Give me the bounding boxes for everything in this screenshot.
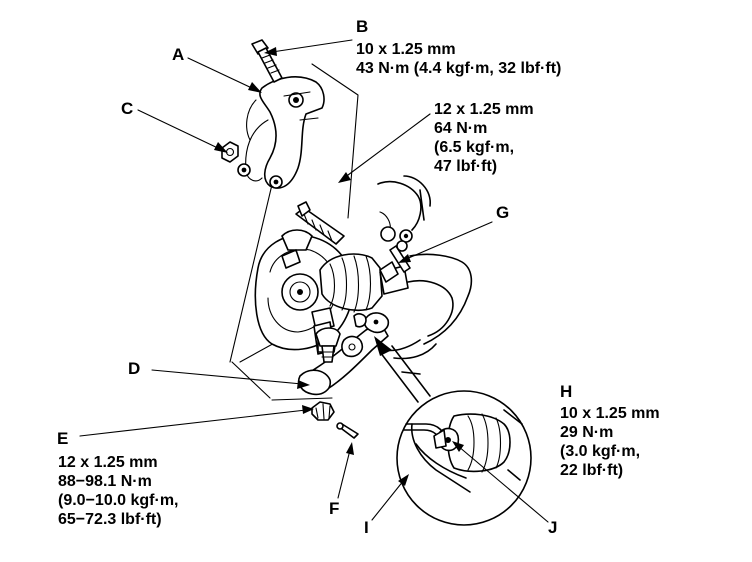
spec-line: 10 x 1.25 mm: [356, 41, 456, 58]
callout-h: H: [560, 382, 573, 401]
callout-j: J: [548, 518, 558, 537]
spec-line: 65−72.3 lbf·ft): [58, 511, 162, 528]
callout-g: G: [496, 203, 510, 222]
bolt-b: [251, 39, 283, 83]
torque-spec-e: 12 x 1.25 mm 88−98.1 N·m (9.0−10.0 kgf·m…: [58, 453, 179, 529]
upper-arm: [237, 76, 325, 189]
drive-shaft-boot: [319, 253, 409, 313]
spec-line: 12 x 1.25 mm: [434, 101, 534, 118]
callout-a: A: [172, 45, 185, 64]
stabilizer-link: [379, 240, 411, 283]
spec-line: 12 x 1.25 mm: [58, 454, 158, 471]
leader-lines: [79, 39, 549, 523]
lower-ball-joint: [315, 327, 341, 363]
nut-c: [221, 141, 239, 163]
callout-e: E: [57, 429, 69, 448]
callout-d: D: [128, 359, 141, 378]
torque-spec-upper-bolt: 12 x 1.25 mm 64 N·m (6.5 kgf·m, 47 lbf·f…: [434, 100, 534, 176]
spec-line: 10 x 1.25 mm: [560, 405, 660, 422]
spec-line: (9.0−10.0 kgf·m,: [58, 492, 179, 509]
callout-c: C: [121, 99, 134, 118]
cotter-pin-f: [336, 422, 359, 439]
torque-spec-b: 10 x 1.25 mm 43 N·m (4.4 kgf·m, 32 lbf·f…: [356, 40, 561, 78]
castle-nut-e: [311, 401, 335, 421]
spec-line: (3.0 kgf·m,: [560, 443, 641, 460]
callout-i: I: [364, 518, 369, 537]
callout-b: B: [356, 17, 369, 36]
spec-line: 22 lbf·ft): [560, 462, 624, 479]
detail-circle: [374, 336, 532, 526]
callout-f: F: [329, 499, 340, 518]
steering-knuckle: [254, 229, 354, 355]
spec-line: 64 N·m: [434, 120, 488, 137]
spec-line: 47 lbf·ft): [434, 158, 498, 175]
spec-line: 88−98.1 N·m: [58, 473, 152, 490]
ball-joint-stud: [295, 201, 345, 245]
subframe: [377, 175, 473, 360]
torque-spec-h: 10 x 1.25 mm 29 N·m (3.0 kgf·m, 22 lbf·f…: [560, 404, 660, 480]
spec-line: (6.5 kgf·m,: [434, 139, 515, 156]
spec-line: 29 N·m: [560, 424, 614, 441]
spec-line: 43 N·m (4.4 kgf·m, 32 lbf·ft): [356, 60, 562, 77]
